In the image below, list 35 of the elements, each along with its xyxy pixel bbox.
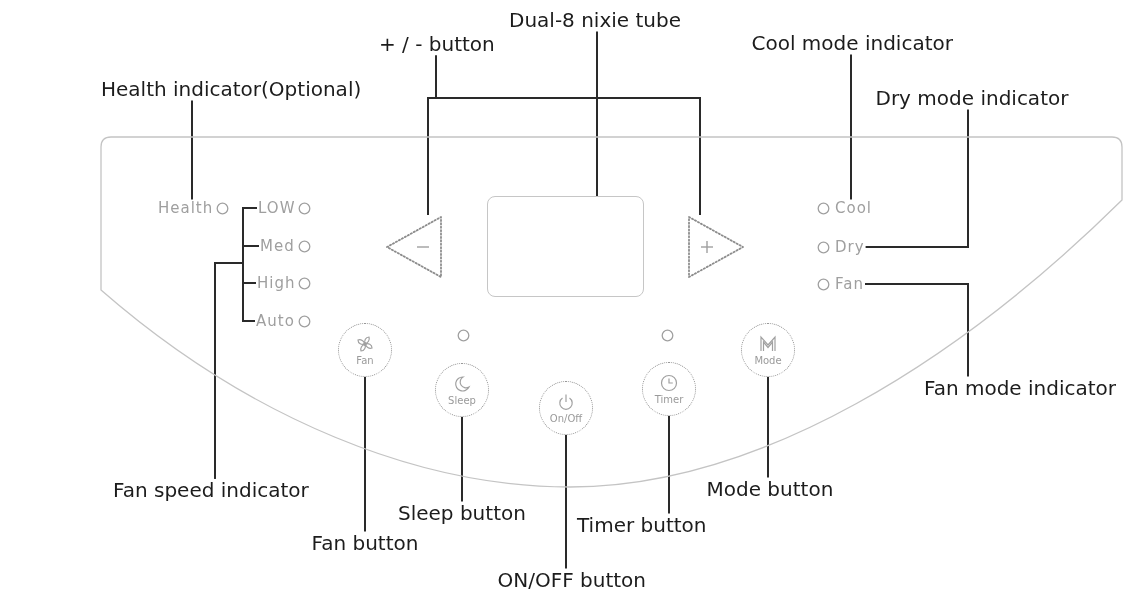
callout-label: Timer button [577, 513, 707, 537]
leader-line [850, 53, 852, 201]
indicator-label: Health [158, 199, 214, 217]
minus-button [385, 215, 443, 279]
leader-line [461, 416, 463, 503]
plus-button [687, 215, 745, 279]
callout-label: Mode button [706, 477, 834, 501]
leader-line [668, 415, 670, 515]
display-screen [487, 196, 644, 297]
callout-label: Fan button [311, 531, 419, 555]
callout-label: Fan speed indicator [113, 478, 309, 502]
leader-line [214, 207, 260, 480]
callout-label: Sleep button [398, 501, 526, 525]
callout-label: Dual-8 nixie tube [509, 8, 681, 32]
indicator-label: Med [260, 237, 295, 255]
leader-line [427, 54, 701, 216]
leader-line [596, 30, 598, 197]
indicator-label: Fan [835, 275, 864, 293]
callout-label: + / - button [379, 32, 495, 56]
callout-label: Health indicator(Optional) [101, 77, 362, 101]
callout-label: Dry mode indicator [875, 86, 1069, 110]
callout-label: Fan mode indicator [924, 376, 1117, 400]
leader-line [864, 283, 969, 378]
leader-line [191, 99, 193, 201]
leader-line [565, 434, 567, 570]
indicator-label: LOW [258, 199, 296, 217]
callout-label: Cool mode indicator [751, 31, 953, 55]
leader-line [364, 376, 366, 533]
leader-line [864, 108, 969, 248]
indicator-label: Auto [256, 312, 295, 330]
leader-line [767, 376, 769, 479]
callout-label: ON/OFF button [497, 568, 646, 592]
indicator-label: Cool [835, 199, 872, 217]
indicator-label: Dry [835, 238, 865, 256]
indicator-label: High [257, 274, 296, 292]
